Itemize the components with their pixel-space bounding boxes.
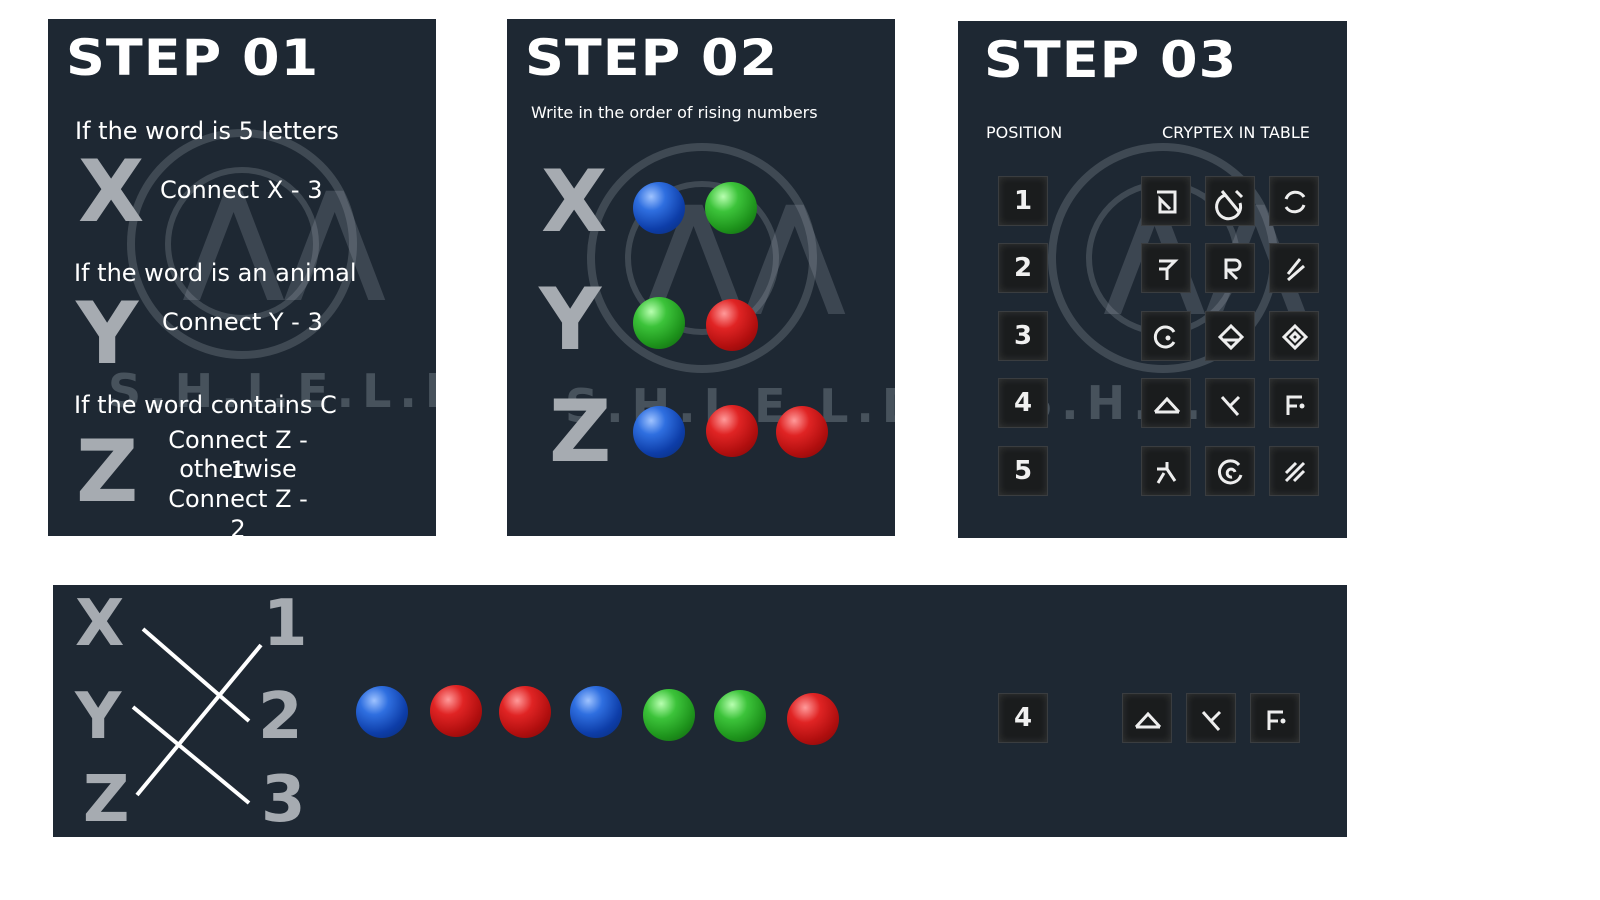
position-tile-2: 2 bbox=[998, 243, 1048, 293]
number-2: 2 bbox=[258, 680, 303, 754]
caret-glyph-icon bbox=[1122, 693, 1172, 743]
connection-z-1 bbox=[135, 643, 263, 797]
connect-text: Connect X - 3 bbox=[160, 176, 323, 204]
letter-x: X bbox=[75, 587, 125, 661]
refresh-glyph-icon bbox=[1269, 176, 1319, 226]
f-dot-glyph-icon bbox=[1250, 693, 1300, 743]
shield-logo-watermark: ⋀⋀ bbox=[127, 129, 385, 359]
number-1: 1 bbox=[263, 587, 308, 661]
green-ball bbox=[643, 689, 695, 741]
position-header: POSITION bbox=[986, 123, 1063, 142]
position-tile-1: 1 bbox=[998, 176, 1048, 226]
diamond-eye-glyph-icon bbox=[1205, 311, 1255, 361]
shield-logo-inner bbox=[165, 167, 319, 321]
k-hook-glyph-icon bbox=[1205, 378, 1255, 428]
red-ball bbox=[787, 693, 839, 745]
rule-text: If the word contains C bbox=[74, 391, 337, 419]
shield-watermark-text: S.H.I.E.L.D. bbox=[108, 364, 436, 418]
step-title: STEP 03 bbox=[984, 31, 1238, 89]
f-dot-glyph-icon bbox=[1269, 378, 1319, 428]
step-title: STEP 02 bbox=[525, 29, 779, 87]
c-dot-glyph-icon bbox=[1141, 311, 1191, 361]
letter-y: Y bbox=[75, 680, 122, 754]
r-curl-glyph-icon bbox=[1205, 243, 1255, 293]
green-ball bbox=[714, 690, 766, 742]
red-ball bbox=[776, 406, 828, 458]
zigzag-glyph-icon bbox=[1141, 446, 1191, 496]
connection-lines bbox=[131, 627, 263, 805]
red-ball bbox=[706, 299, 758, 351]
number-3: 3 bbox=[261, 763, 306, 837]
connect-z2-text: Connect Z - 2 bbox=[168, 485, 308, 536]
letter-y: Y bbox=[539, 270, 602, 370]
caret-glyph-icon bbox=[1141, 378, 1191, 428]
letter-y: Y bbox=[76, 284, 139, 384]
step-subtitle: Write in the order of rising numbers bbox=[531, 103, 818, 122]
connect-text: Connect Y - 3 bbox=[162, 308, 323, 336]
spiral-glyph-icon bbox=[1205, 446, 1255, 496]
double-slash-glyph-icon bbox=[1269, 446, 1319, 496]
red-ball bbox=[499, 686, 551, 738]
letter-z: Z bbox=[83, 763, 130, 837]
connection-x-2 bbox=[141, 627, 251, 723]
blue-ball bbox=[356, 686, 408, 738]
connection-y-3 bbox=[131, 705, 251, 805]
position-tile-3: 3 bbox=[998, 311, 1048, 361]
position-tile-4: 4 bbox=[998, 378, 1048, 428]
shield-logo-inner bbox=[625, 181, 779, 335]
step-01-panel: ⋀⋀ S.H.I.E.L.D. STEP 01 If the word is 5… bbox=[48, 19, 436, 536]
blue-ball bbox=[633, 182, 685, 234]
solution-panel: X Y Z 1 2 3 4 bbox=[53, 585, 1347, 837]
green-ball bbox=[633, 297, 685, 349]
cryptex-header: CRYPTEX IN TABLE bbox=[1162, 123, 1310, 142]
connect-z1-text: Connect Z - 1 bbox=[168, 426, 308, 484]
position-tile-answer: 4 bbox=[998, 693, 1048, 743]
letter-z: Z bbox=[76, 422, 139, 522]
k-hook-glyph-icon bbox=[1186, 693, 1236, 743]
hook-cross-glyph-icon bbox=[1141, 243, 1191, 293]
blue-ball bbox=[633, 406, 685, 458]
crossed-arc-glyph-icon bbox=[1205, 176, 1255, 226]
green-ball bbox=[705, 182, 757, 234]
letter-x: X bbox=[541, 152, 608, 252]
position-tile-5: 5 bbox=[998, 446, 1048, 496]
red-ball bbox=[430, 685, 482, 737]
shield-logo-watermark: ⋀⋀ bbox=[587, 143, 845, 373]
slash-curve-glyph-icon bbox=[1269, 243, 1319, 293]
letter-x: X bbox=[78, 142, 145, 242]
step-03-panel: ⋀⋀ S.H.I. STEP 03 POSITION CRYPTEX IN TA… bbox=[958, 21, 1347, 538]
rotated-square-glyph-icon bbox=[1269, 311, 1319, 361]
step-02-panel: ⋀⋀ S.H.I.E.L.D. STEP 02 Write in the ord… bbox=[507, 19, 895, 536]
rule-text: If the word is an animal bbox=[74, 259, 357, 287]
rule-text: If the word is 5 letters bbox=[75, 117, 339, 145]
otherwise-text: otherwise bbox=[179, 455, 297, 483]
eagle-emblem-icon: ⋀⋀ bbox=[183, 167, 386, 306]
square-arrow-glyph-icon bbox=[1141, 176, 1191, 226]
step-title: STEP 01 bbox=[66, 29, 320, 87]
red-ball bbox=[706, 405, 758, 457]
blue-ball bbox=[570, 686, 622, 738]
letter-z: Z bbox=[549, 382, 612, 482]
